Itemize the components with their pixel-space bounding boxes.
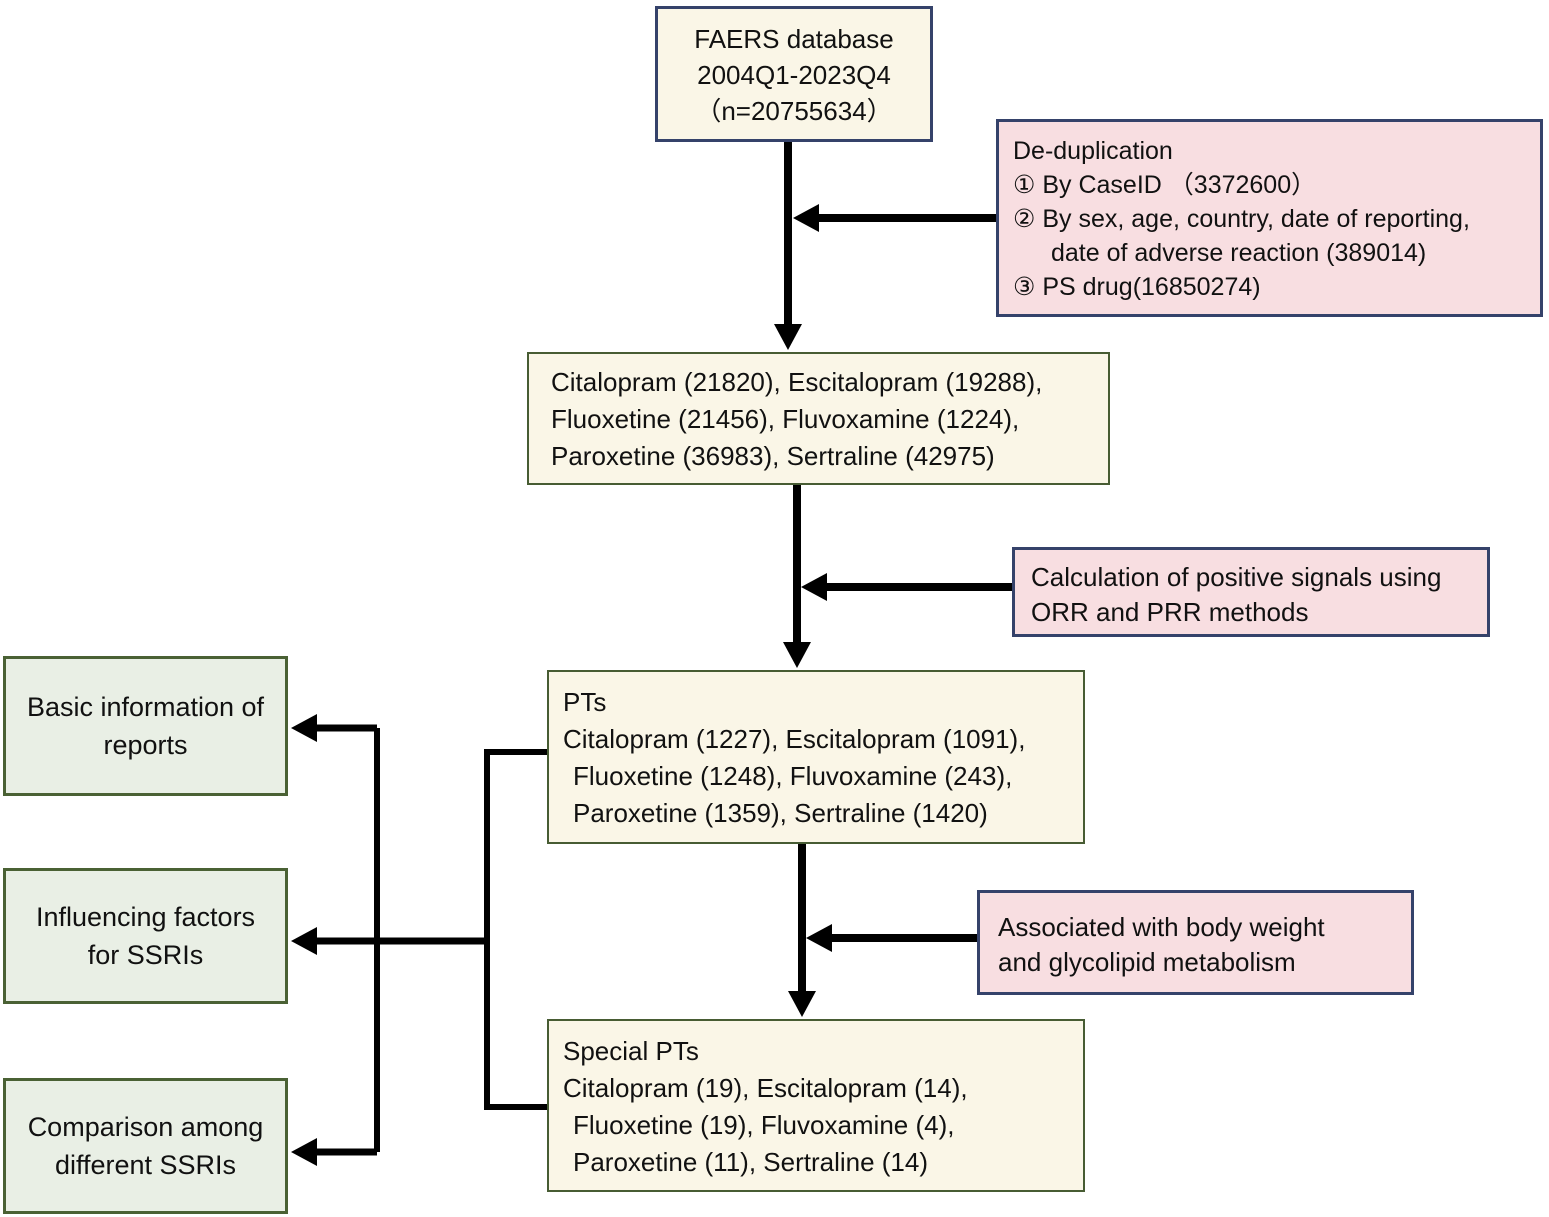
faers-line: （n=20755634） bbox=[695, 96, 893, 126]
faers-database-box: FAERS database 2004Q1-2023Q4 （n=20755634… bbox=[655, 6, 933, 142]
dedup-title: De-duplication bbox=[1013, 137, 1173, 165]
special-pts-line: Citalopram (19), Escitalopram (14), bbox=[563, 1073, 968, 1103]
drug-counts-line: Fluoxetine (21456), Fluvoxamine (1224), bbox=[551, 404, 1020, 434]
comparison-box: Comparison among different SSRIs bbox=[3, 1078, 288, 1214]
influencing-line: Influencing factors bbox=[35, 902, 256, 932]
pts-box: PTs Citalopram (1227), Escitalopram (109… bbox=[547, 670, 1085, 844]
basic-info-line: Basic information of bbox=[26, 692, 265, 722]
arrowhead-down-3 bbox=[788, 991, 816, 1017]
pts-line: Paroxetine (1359), Sertraline (1420) bbox=[573, 798, 988, 828]
special-pts-box: Special PTs Citalopram (19), Escitalopra… bbox=[547, 1019, 1085, 1192]
faers-line: 2004Q1-2023Q4 bbox=[697, 60, 891, 90]
influencing-factors-box: Influencing factors for SSRIs bbox=[3, 868, 288, 1004]
arrowhead-left-association bbox=[806, 924, 832, 952]
association-line: Associated with body weight bbox=[998, 912, 1325, 942]
basic-information-box: Basic information of reports bbox=[3, 656, 288, 796]
drug-counts-line: Citalopram (21820), Escitalopram (19288)… bbox=[551, 367, 1043, 397]
signal-calculation-box: Calculation of positive signals using OR… bbox=[1012, 547, 1490, 637]
calculation-line: Calculation of positive signals using bbox=[1031, 562, 1442, 592]
connector-pts-specialpts bbox=[484, 749, 547, 1110]
basic-info-line: reports bbox=[103, 730, 188, 760]
arrowhead-down-1 bbox=[774, 324, 802, 350]
arrowhead-left-basic-info bbox=[291, 714, 317, 742]
faers-line: FAERS database bbox=[694, 24, 894, 54]
body-weight-association-box: Associated with body weight and glycolip… bbox=[977, 890, 1414, 995]
influencing-line: for SSRIs bbox=[87, 940, 204, 970]
special-pts-title: Special PTs bbox=[563, 1036, 699, 1066]
comparison-line: Comparison among bbox=[27, 1112, 264, 1142]
comparison-line: different SSRIs bbox=[54, 1150, 237, 1180]
pts-title: PTs bbox=[563, 687, 607, 717]
deduplication-box: De-duplication ① By CaseID （3372600） ② B… bbox=[996, 119, 1543, 317]
arrowhead-left-dedup bbox=[793, 204, 819, 232]
dedup-item: ① By CaseID （3372600） bbox=[1013, 171, 1317, 199]
calculation-line: ORR and PRR methods bbox=[1031, 597, 1309, 627]
special-pts-line: Paroxetine (11), Sertraline (14) bbox=[573, 1147, 929, 1177]
arrowhead-left-comparison bbox=[291, 1138, 317, 1166]
pts-line: Fluoxetine (1248), Fluvoxamine (243), bbox=[573, 761, 1013, 791]
ssri-report-counts-box: Citalopram (21820), Escitalopram (19288)… bbox=[527, 352, 1110, 485]
dedup-item: ② By sex, age, country, date of reportin… bbox=[1013, 205, 1470, 233]
dedup-item-continuation: date of adverse reaction (389014) bbox=[1051, 239, 1427, 267]
dedup-item: ③ PS drug(16850274) bbox=[1013, 273, 1261, 301]
association-line: and glycolipid metabolism bbox=[998, 947, 1296, 977]
arrowhead-left-calculation bbox=[801, 573, 827, 601]
arrowhead-left-influencing bbox=[291, 927, 317, 955]
arrowhead-down-2 bbox=[783, 642, 811, 668]
pts-line: Citalopram (1227), Escitalopram (1091), bbox=[563, 724, 1026, 754]
special-pts-line: Fluoxetine (19), Fluvoxamine (4), bbox=[573, 1110, 955, 1140]
drug-counts-line: Paroxetine (36983), Sertraline (42975) bbox=[551, 441, 995, 471]
